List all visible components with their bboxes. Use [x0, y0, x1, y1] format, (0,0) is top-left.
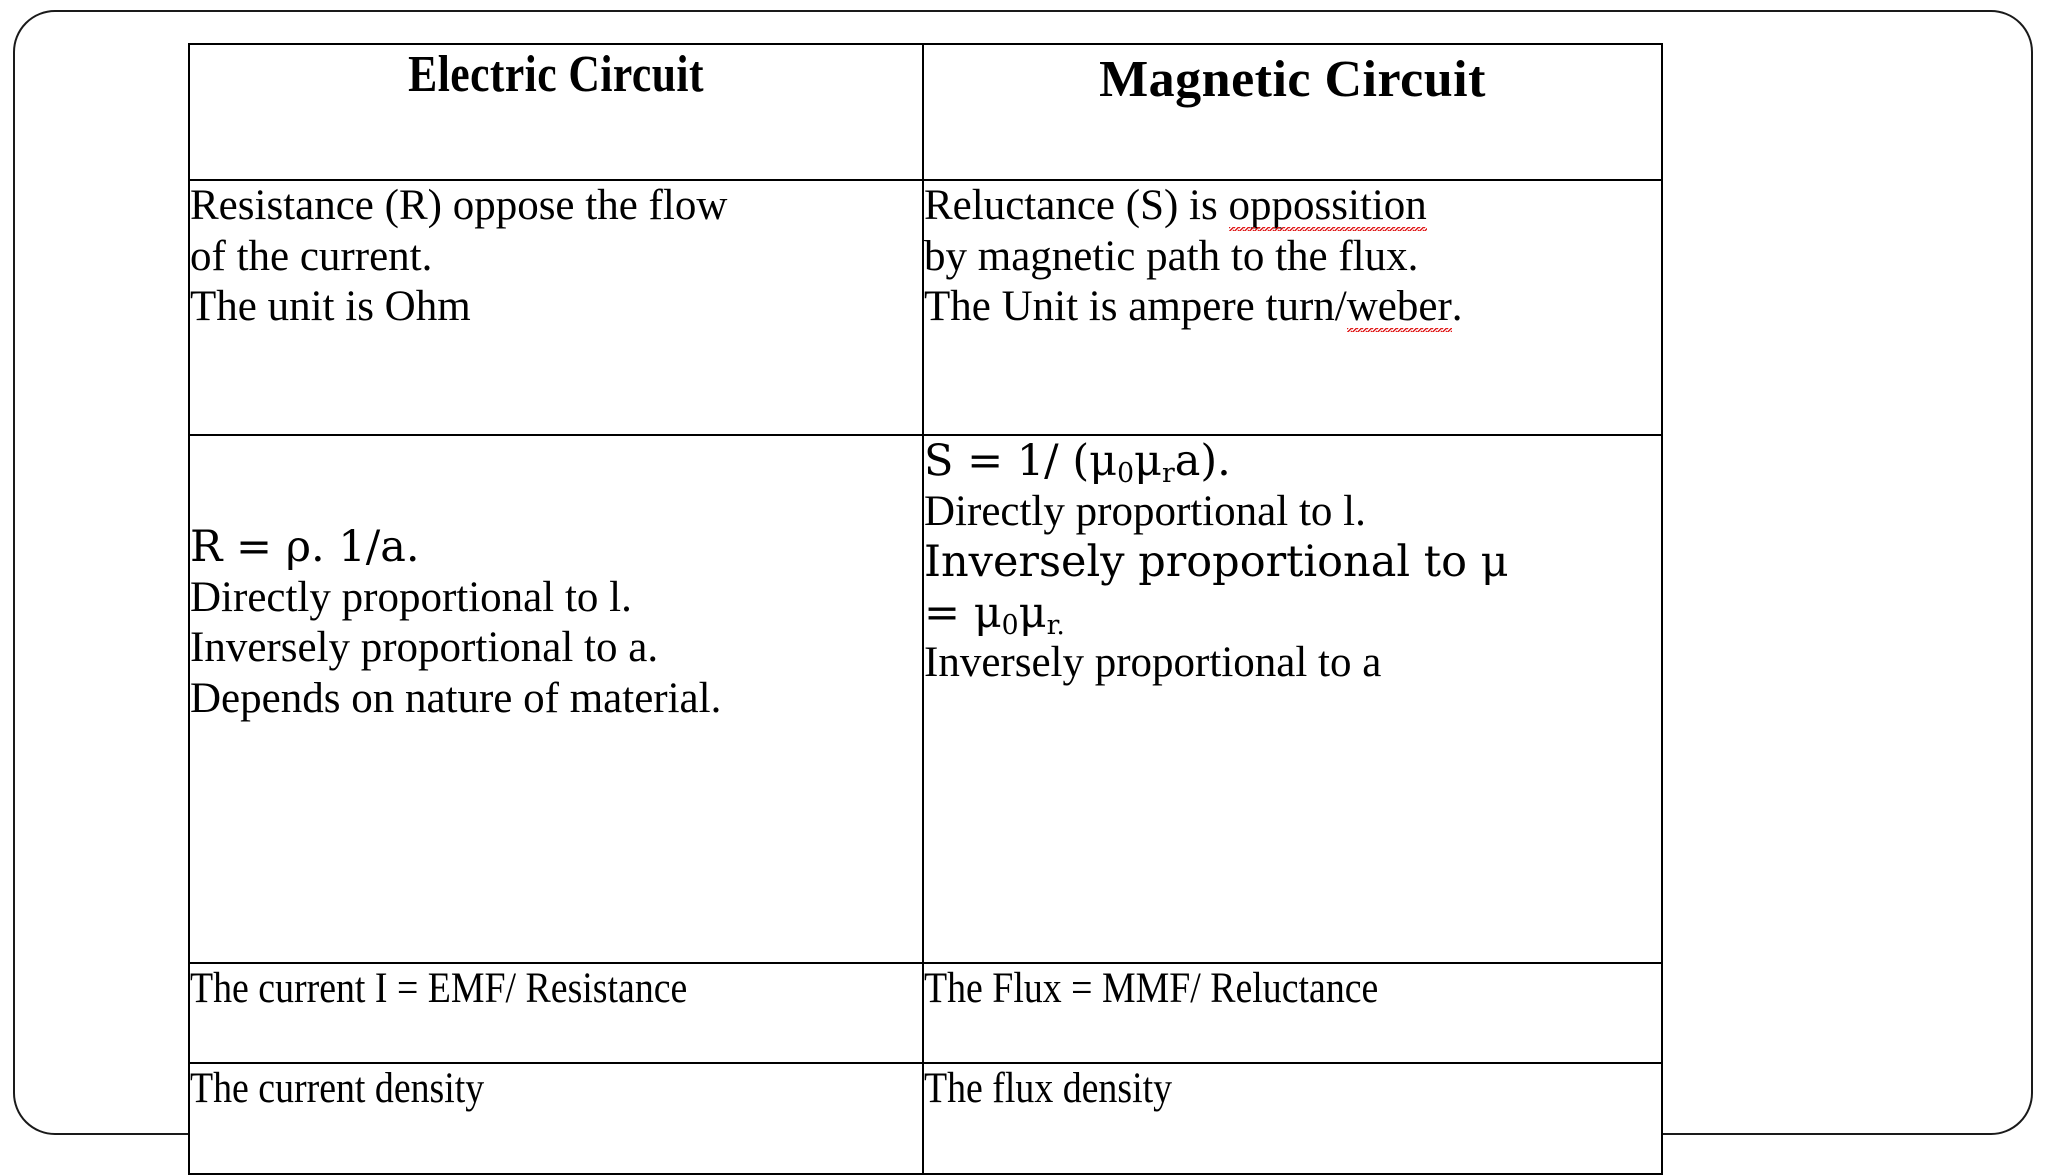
table-row-formula: R = ρ. 1/a. Directly proportional to l. … — [188, 434, 1663, 964]
text-line: by magnetic path to the flux. — [924, 232, 1419, 280]
cell-magnetic-definition: Reluctance (S) is oppossition by magneti… — [922, 179, 1663, 436]
cell-magnetic-formula: S = 1/ (μ0μra). Directly proportional to… — [922, 434, 1663, 964]
cell-electric-definition: Resistance (R) oppose the flow of the cu… — [188, 179, 924, 436]
text-fragment: S = 1/ (μ — [924, 436, 1118, 486]
header-label-electric-circuit: Electric Circuit — [408, 46, 704, 103]
text-line: Inversely proportional to μ — [924, 537, 1509, 588]
text-fragment: μ — [1018, 587, 1047, 638]
cell-electric-density: The current density — [188, 1062, 924, 1175]
header-cell-magnetic-circuit: Magnetic Circuit — [922, 43, 1663, 181]
text-line: The current I = EMF/ Resistance — [190, 965, 688, 1012]
text-line: The unit is Ohm — [190, 283, 471, 331]
subscript-zero: 0 — [1117, 458, 1135, 490]
formula-permeability: = μ0μr. — [924, 587, 1661, 641]
table-header-row: Electric Circuit Magnetic Circuit — [188, 43, 1663, 181]
misspelled-text: weber — [1346, 283, 1452, 331]
text-fragment: Reluctance (S) is — [924, 182, 1229, 229]
misspelled-text: oppossition — [1228, 182, 1427, 229]
cell-electric-formula: R = ρ. 1/a. Directly proportional to l. … — [188, 434, 924, 964]
subscript-r: r. — [1046, 609, 1065, 641]
spellcheck-misspelled-word: oppossition — [1228, 181, 1428, 232]
table-row-definition: Resistance (R) oppose the flow of the cu… — [188, 179, 1663, 436]
text-line: Resistance (R) oppose the flow — [190, 182, 728, 229]
header-label-magnetic-circuit: Magnetic Circuit — [1099, 51, 1486, 108]
formula-reluctance: S = 1/ (μ0μra). — [924, 436, 1661, 490]
formula-resistance: R = ρ. 1/a. — [190, 522, 420, 572]
comparison-table: Electric Circuit Magnetic Circuit Resist… — [188, 43, 1663, 1175]
text-line: Inversely proportional to a — [924, 639, 1382, 687]
text-line: Reluctance (S) is oppossition — [924, 181, 1661, 232]
subscript-zero: 0 — [1001, 609, 1019, 641]
cell-magnetic-ratio: The Flux = MMF/ Reluctance — [922, 962, 1663, 1064]
text-line: Directly proportional to l. — [190, 573, 632, 621]
subscript-r: r — [1161, 458, 1175, 490]
table-row-ratio: The current I = EMF/ Resistance The Flux… — [188, 962, 1663, 1064]
text-fragment: = μ — [924, 587, 1002, 638]
text-fragment: . — [1451, 283, 1463, 331]
cell-magnetic-density: The flux density — [922, 1062, 1663, 1175]
spellcheck-misspelled-word: weber — [1346, 282, 1452, 333]
text-fragment: a). — [1174, 436, 1231, 486]
table-row-density: The current density The flux density — [188, 1062, 1663, 1175]
header-cell-electric-circuit: Electric Circuit — [188, 43, 924, 181]
text-line: Directly proportional to l. — [924, 487, 1366, 535]
text-line: The flux density — [924, 1065, 1173, 1112]
text-line: of the current. — [190, 232, 433, 280]
cell-electric-ratio: The current I = EMF/ Resistance — [188, 962, 924, 1064]
text-line: Inversely proportional to a. — [190, 624, 659, 672]
text-fragment: μ — [1134, 436, 1162, 486]
text-line: Depends on nature of material. — [190, 674, 722, 722]
text-fragment: The Unit is ampere turn/ — [924, 283, 1347, 331]
text-line: The Unit is ampere turn/weber. — [924, 282, 1661, 333]
text-line: The Flux = MMF/ Reluctance — [924, 965, 1379, 1012]
text-line: The current density — [190, 1065, 485, 1112]
